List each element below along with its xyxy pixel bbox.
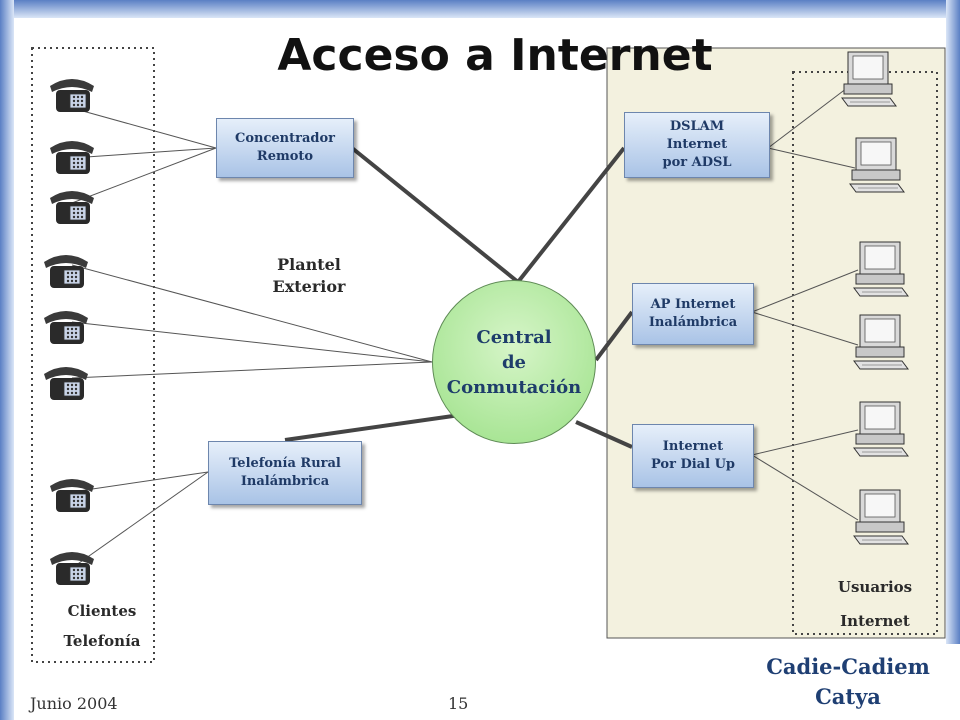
telephone-icon [49, 478, 95, 513]
computer-icon [841, 51, 897, 107]
dslam-node: DSLAM Internet por ADSL [624, 112, 770, 178]
clientes-telefonia-label: Clientes Telefonía [63, 602, 141, 650]
computer-icon [853, 489, 909, 545]
footer-date: Junio 2004 [30, 694, 118, 713]
dial-up-node: Internet Por Dial Up [632, 424, 754, 488]
slide-title: Acceso a Internet [277, 30, 713, 81]
telephone-icon [43, 366, 89, 401]
slide-frame-right [946, 0, 960, 720]
computer-icon [849, 137, 905, 193]
brand-logo: Cadie-Cadiem Catya [736, 644, 960, 720]
page-number: 15 [448, 694, 469, 713]
clientes-group-border [31, 47, 155, 663]
concentrador-remoto-node: Concentrador Remoto [216, 118, 354, 178]
trunk-links [284, 146, 634, 449]
slide-frame-top [0, 0, 960, 18]
computer-icon [853, 314, 909, 370]
telephone-icon [43, 310, 89, 345]
telephone-icon [49, 551, 95, 586]
computer-links [751, 81, 859, 521]
ap-internet-node: AP Internet Inalámbrica [632, 283, 754, 345]
telephone-icon [49, 140, 95, 175]
usuarios-internet-label: Usuarios Internet [837, 578, 913, 630]
telephone-icon [43, 254, 89, 289]
telephone-icon [49, 190, 95, 225]
telephone-icon [49, 78, 95, 113]
central-conmutacion-node: Central de Conmutación [432, 280, 596, 444]
computer-icon [853, 241, 909, 297]
plantel-exterior-label: Plantel Exterior [272, 255, 346, 296]
telefonia-rural-node: Telefonía Rural Inalámbrica [208, 441, 362, 505]
computer-icon [853, 401, 909, 457]
phone-links [71, 107, 433, 569]
slide-frame-left [0, 0, 14, 720]
